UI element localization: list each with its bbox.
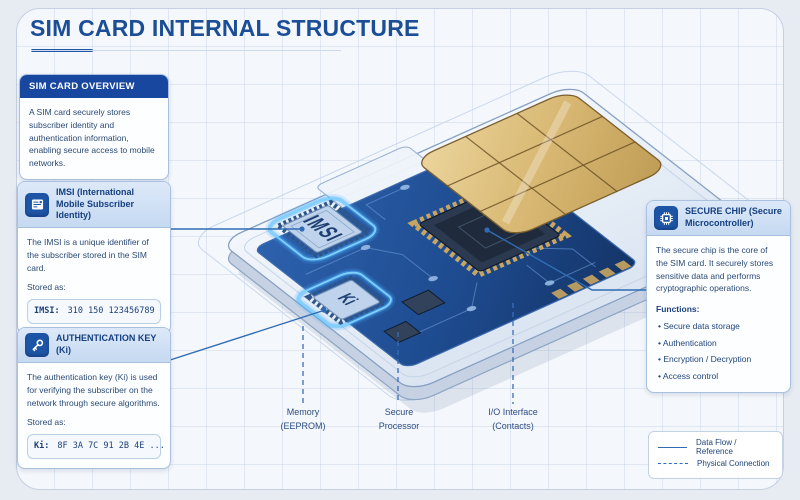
legend-row-solid: Data Flow / Reference — [658, 438, 773, 456]
imsi-stored-as-label: Stored as: — [27, 282, 66, 293]
secure-processor-label: Secure Processor — [378, 407, 420, 431]
key-icon — [25, 333, 49, 357]
imsi-callout-title: IMSI (International Mobile Subscriber Id… — [56, 187, 135, 221]
auth-key-code-box: Ki: 8F 3A 7C 91 2B 4E ... — [27, 434, 165, 459]
imsi-code-box: IMSI: 310 150 123456789 — [27, 299, 161, 324]
solid-line-sample — [658, 446, 688, 448]
legend-solid-label: Data Flow / Reference — [696, 438, 737, 456]
function-item: Secure data storage — [656, 320, 781, 333]
secure-chip-callout-header: SECURE CHIP (Secure Microcontroller) — [647, 201, 790, 236]
imsi-callout-body: The IMSI is a unique identifier of the s… — [27, 237, 149, 273]
auth-key-callout-body: The authentication key (Ki) is used for … — [27, 372, 160, 408]
auth-key-callout-header: AUTHENTICATION KEY (Ki) — [18, 328, 170, 363]
auth-key-callout-title: AUTHENTICATION KEY (Ki) — [56, 333, 157, 355]
auth-key-stored-as-label: Stored as: — [27, 417, 66, 428]
overview-header: SIM CARD OVERVIEW — [20, 75, 168, 98]
function-item: Encryption / Decryption — [656, 353, 781, 366]
legend-row-dashed: Physical Connection — [658, 455, 773, 471]
sim-card-icon — [25, 192, 49, 217]
memory-label: Memory (EEPROM) — [280, 407, 326, 431]
dashed-line-sample — [658, 462, 688, 464]
secure-chip-callout-title: SECURE CHIP (Secure Microcontroller) — [685, 206, 782, 228]
overview-callout: SIM CARD OVERVIEW A SIM card securely st… — [19, 74, 169, 180]
imsi-callout: IMSI (International Mobile Subscriber Id… — [17, 181, 171, 334]
imsi-code-value: 310 150 123456789 — [67, 306, 155, 317]
secure-chip-callout-body: The secure chip is the core of the SIM c… — [656, 245, 774, 294]
legend-dashed-label: Physical Connection — [697, 458, 770, 468]
legend: Data Flow / Reference Physical Connectio… — [648, 431, 783, 479]
title-underline-light — [31, 50, 341, 51]
imsi-code-label: IMSI: — [34, 306, 60, 317]
secure-chip-functions-label: Functions: — [656, 304, 700, 314]
chip-icon — [654, 206, 678, 230]
overview-body: A SIM card securely stores subscriber id… — [29, 107, 155, 168]
auth-key-callout: AUTHENTICATION KEY (Ki) The authenticati… — [17, 327, 171, 469]
function-item: Access control — [656, 370, 781, 383]
imsi-callout-header: IMSI (International Mobile Subscriber Id… — [18, 182, 170, 229]
page-title: SIM CARD INTERNAL STRUCTURE — [30, 15, 420, 41]
auth-key-code-value: 8F 3A 7C 91 2B 4E ... — [57, 441, 165, 451]
auth-key-code-label: Ki: — [34, 441, 50, 451]
function-item: Authentication — [656, 337, 781, 350]
secure-chip-callout: SECURE CHIP (Secure Microcontroller) The… — [646, 200, 791, 393]
io-interface-label: I/O Interface (Contacts) — [488, 407, 538, 431]
